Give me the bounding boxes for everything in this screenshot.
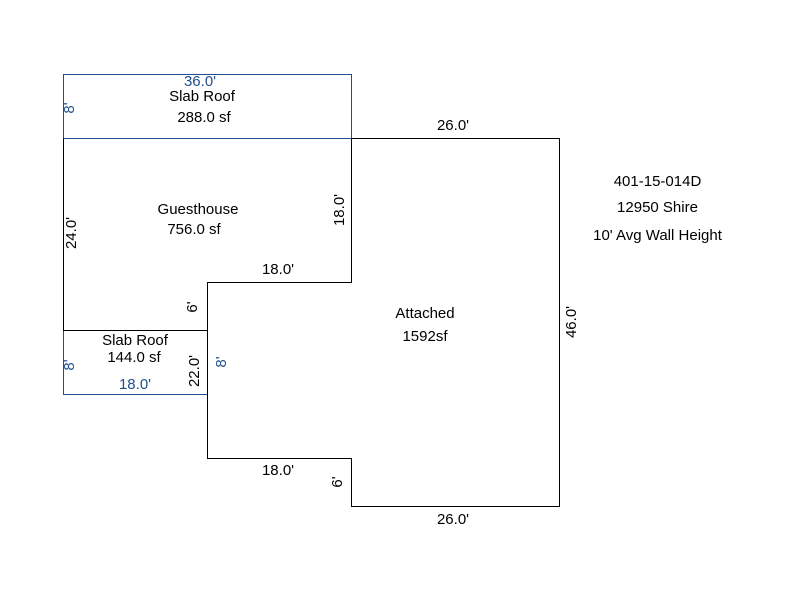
dim-slab-top-height: 8' (61, 102, 78, 113)
wall-height-note: 10' Avg Wall Height (593, 227, 722, 244)
dim-attached-top: 26.0' (437, 117, 469, 134)
slab-top-name: Slab Roof (169, 88, 236, 105)
dim-attached-bottom-notch: 6' (329, 476, 346, 487)
slab-roof-top-outline (63, 74, 352, 139)
attached-outline (207, 138, 560, 507)
dim-guest-right: 18.0' (331, 194, 348, 226)
dim-slab-top-width: 36.0' (184, 73, 216, 90)
property-address: 12950 Shire (617, 199, 698, 216)
slab-top-area: 288.0 sf (177, 109, 231, 126)
dim-notch-left: 22.0' (186, 355, 203, 387)
dim-notch-inner: 8' (213, 356, 230, 367)
dim-guest-step: 18.0' (262, 261, 294, 278)
attached-area: 1592sf (402, 328, 448, 345)
dim-attached-bottom: 26.0' (437, 511, 469, 528)
dim-slab-bottom-width: 18.0' (119, 376, 151, 393)
dim-attached-right: 46.0' (563, 306, 580, 338)
dim-slab-bottom-height: 8' (61, 359, 78, 370)
parcel-number: 401-15-014D (613, 173, 702, 190)
guesthouse-area: 756.0 sf (167, 221, 221, 238)
attached-name: Attached (395, 305, 454, 322)
dim-guest-notch: 6' (184, 301, 201, 312)
slab-bottom-name: Slab Roof (102, 332, 169, 349)
guesthouse-name: Guesthouse (158, 201, 239, 218)
dim-attached-bottom-step: 18.0' (262, 462, 294, 479)
slab-bottom-area: 144.0 sf (107, 349, 161, 366)
dim-guest-left: 24.0' (63, 217, 80, 249)
